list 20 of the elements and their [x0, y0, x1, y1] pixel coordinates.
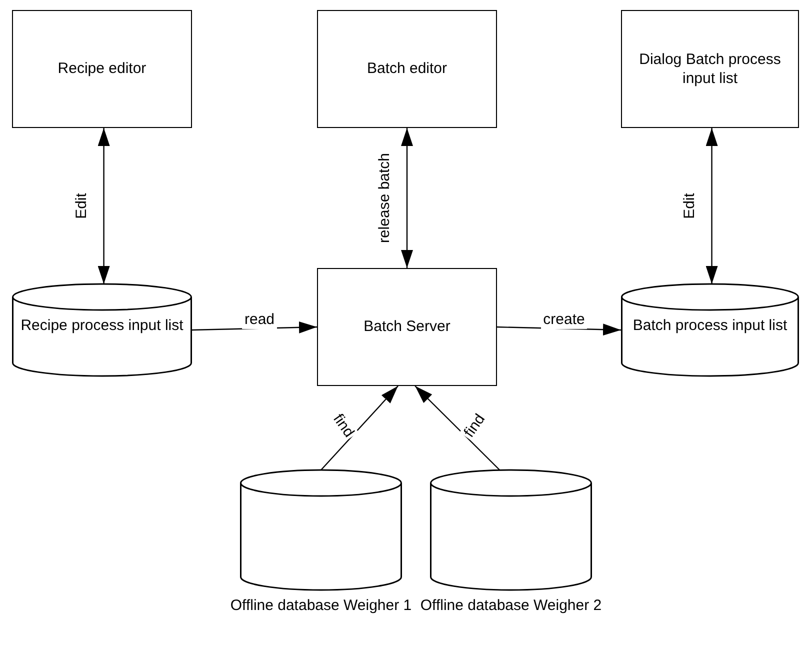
process-box — [12, 10, 192, 128]
arrow — [706, 128, 718, 284]
node-label: Offline database Weigher 1 — [230, 596, 412, 616]
arrow — [98, 128, 110, 284]
arrow — [401, 128, 413, 268]
edge-label: read — [242, 310, 277, 328]
node-label: Batch Server — [364, 317, 450, 337]
database-cylinder — [12, 284, 192, 376]
arrow — [414, 386, 500, 470]
process-box — [317, 268, 497, 386]
node-label: Recipe editor — [58, 59, 146, 79]
database-cylinder — [621, 284, 799, 376]
node-label: Dialog Batch process input list — [638, 50, 782, 88]
arrow — [320, 386, 398, 470]
process-box — [317, 10, 497, 128]
process-box — [621, 10, 799, 128]
node-label: Offline database Weigher 2 — [420, 596, 602, 616]
node-label: Batch editor — [366, 59, 448, 79]
node-label: Recipe process input list — [20, 316, 184, 336]
node-label: Batch process input list — [632, 316, 788, 336]
